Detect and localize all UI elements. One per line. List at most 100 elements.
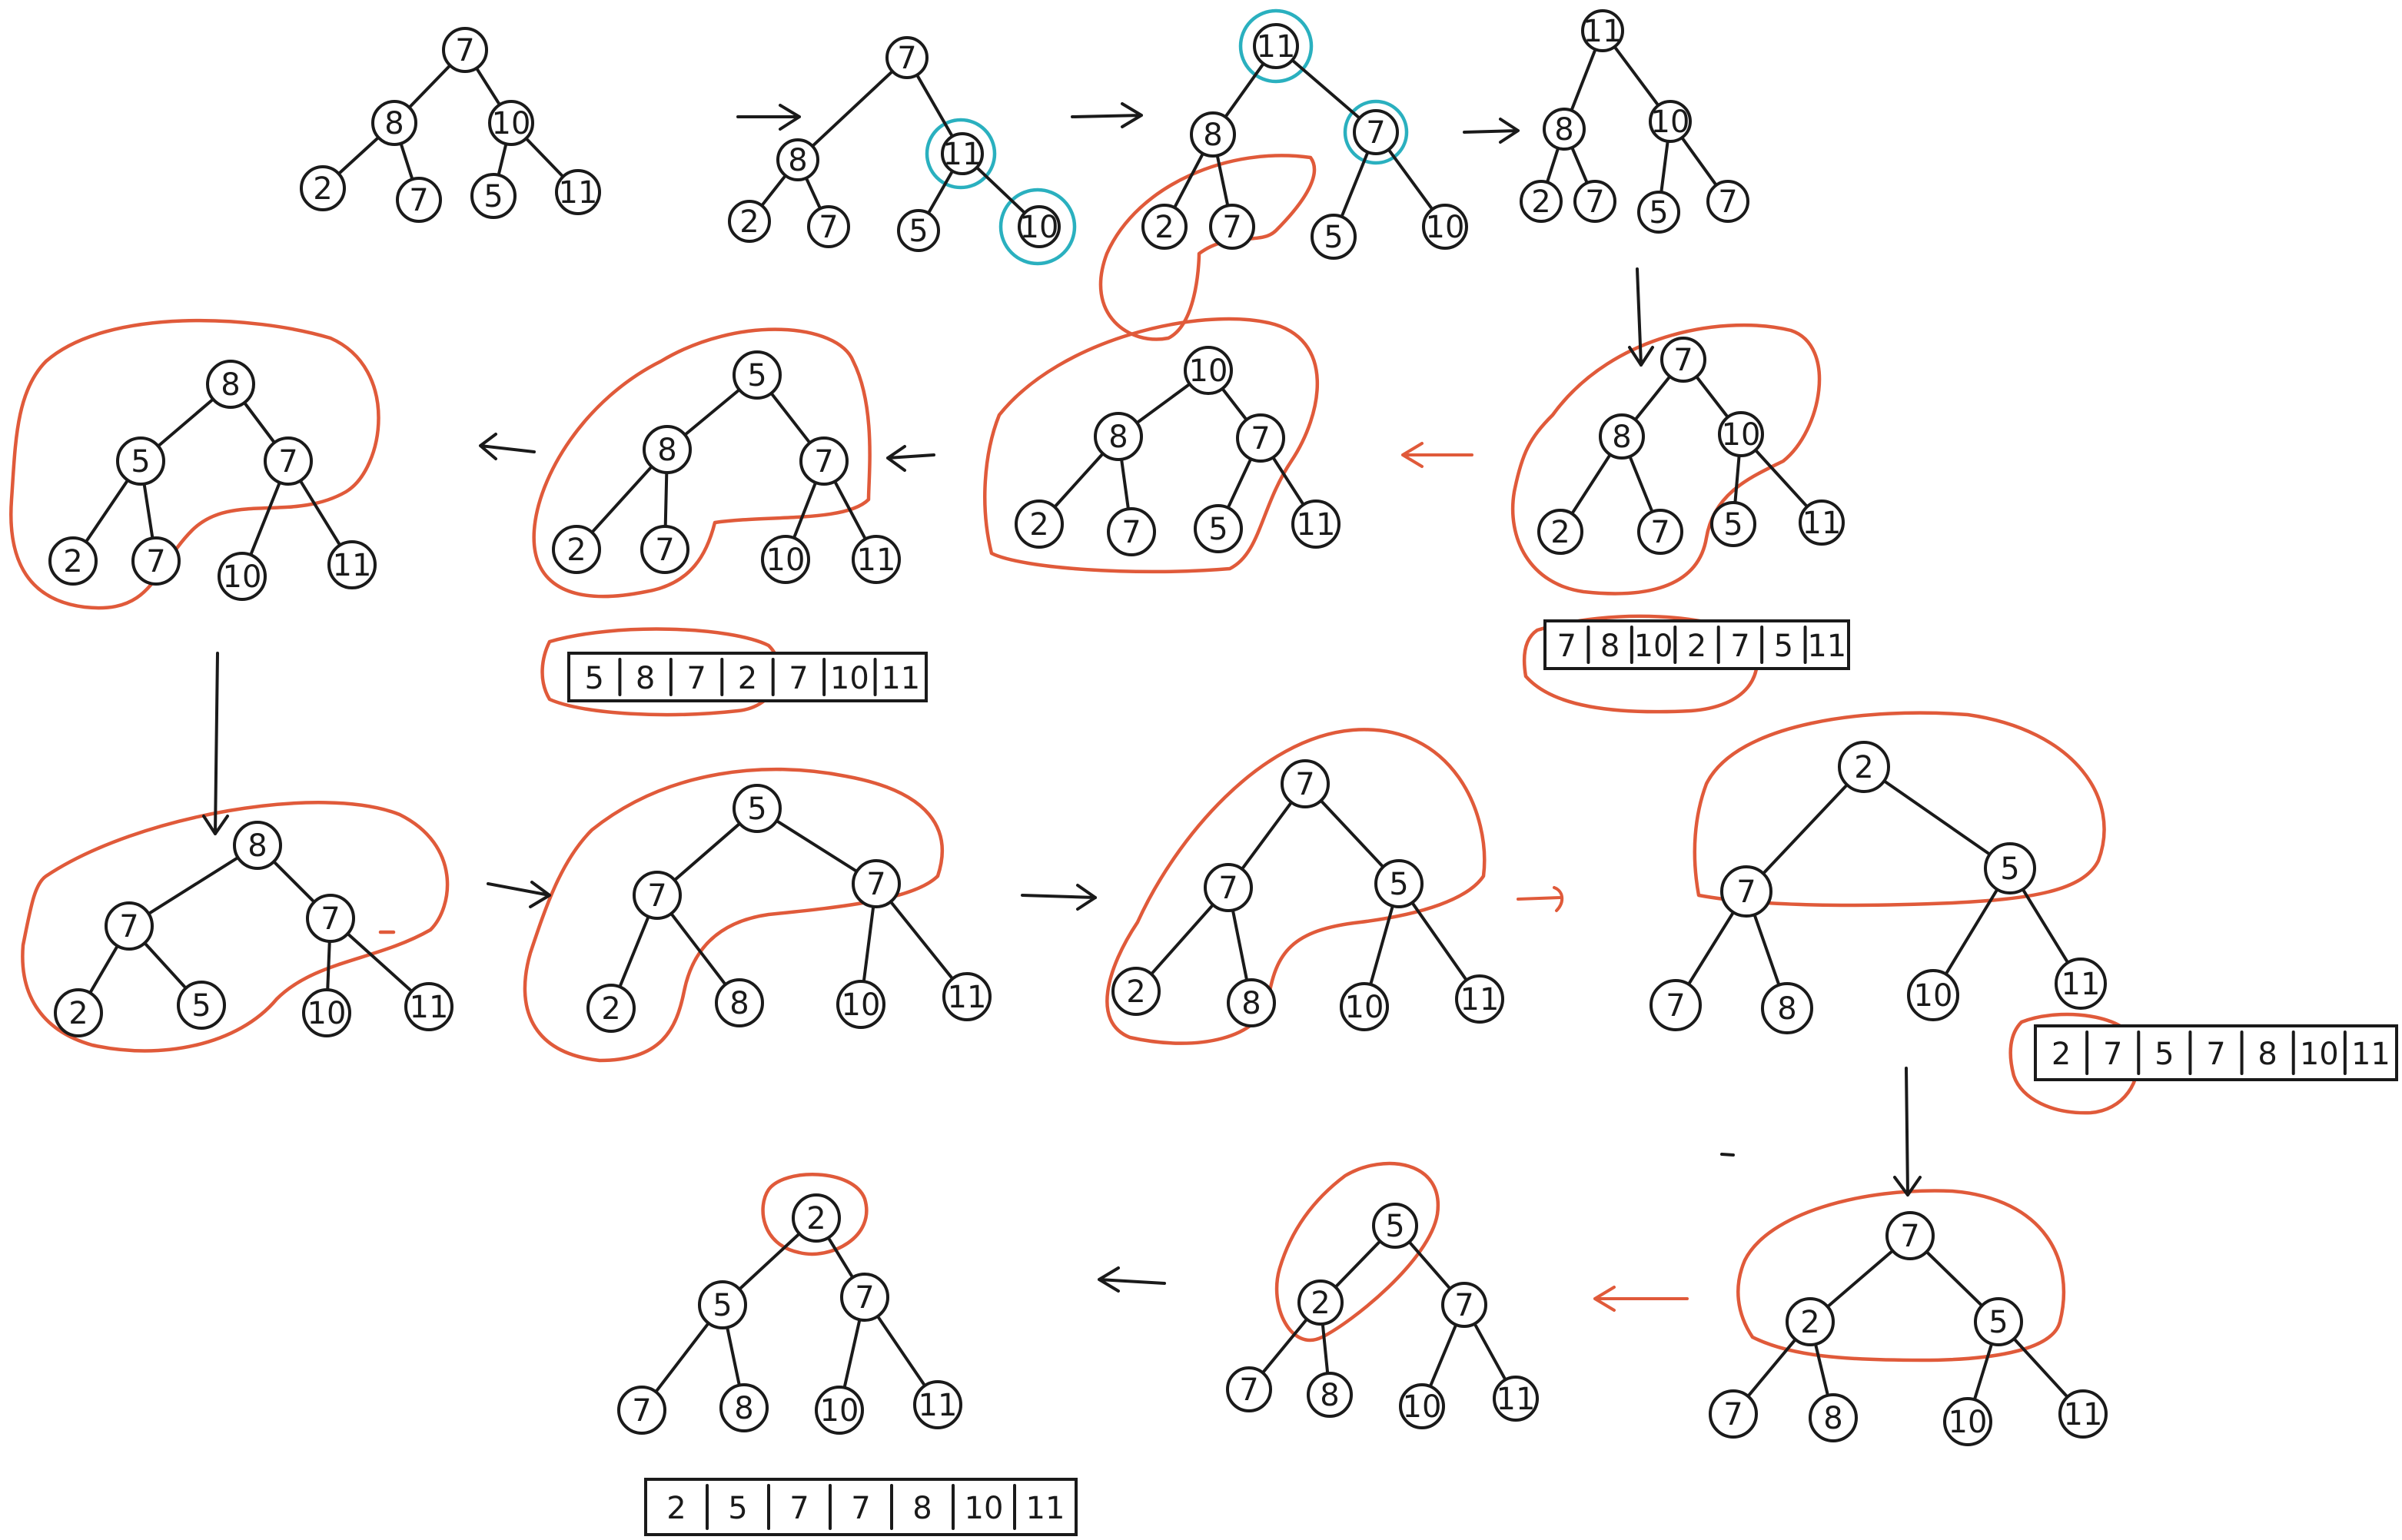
cyan-highlight-ring <box>1343 99 1409 165</box>
tree-node: 11 <box>942 972 992 1021</box>
array-cell: 10 <box>2300 1037 2339 1072</box>
array-cell: 11 <box>2351 1037 2390 1072</box>
node-circle <box>131 536 181 586</box>
tree-edge <box>775 819 859 873</box>
node-circle <box>836 980 885 1029</box>
node-value: 8 <box>1241 986 1261 1021</box>
array-cell: 10 <box>1634 629 1673 664</box>
node-circle <box>897 209 940 252</box>
array-box <box>567 652 928 702</box>
node-value: 11 <box>333 548 372 583</box>
node-circle <box>371 100 417 146</box>
tree-node: 11 <box>1253 23 1299 69</box>
node-value: 11 <box>1802 506 1842 541</box>
tree-edge <box>1407 1240 1452 1290</box>
step-arrow <box>1463 118 1520 144</box>
node-circle <box>1209 204 1255 250</box>
array-cell: 7 <box>1556 629 1576 664</box>
node-value: 7 <box>1218 871 1238 906</box>
tree-edge <box>804 176 822 211</box>
tree-edge <box>1221 387 1248 422</box>
tree-edge <box>738 1232 801 1291</box>
highlight-outline <box>1098 154 1317 341</box>
node-circle <box>617 1386 666 1435</box>
node-value: 11 <box>2061 967 2101 1002</box>
tree-node: 5 <box>1311 214 1357 260</box>
node-circle <box>840 1273 889 1322</box>
tree-node: 2 <box>552 525 601 574</box>
tree-node: 8 <box>1094 412 1143 461</box>
tree-node: 7 <box>1204 863 1253 912</box>
tree-node: 5 <box>897 209 940 252</box>
node-value: 5 <box>1649 195 1668 231</box>
node-value: 7 <box>647 878 666 914</box>
tree-node: 2 <box>54 988 103 1037</box>
node-value: 2 <box>1154 210 1174 245</box>
cyan-highlight-ring <box>925 118 997 190</box>
node-value: 11 <box>1297 507 1336 543</box>
tree-node: 11 <box>1493 1376 1539 1422</box>
node-circle <box>941 132 984 175</box>
node-value: 11 <box>948 980 987 1015</box>
tree-node: 2 <box>1297 1279 1344 1326</box>
node-value: 8 <box>221 367 240 403</box>
node-value: 7 <box>1454 1288 1473 1323</box>
node-value: 10 <box>1651 105 1690 140</box>
node-value: 2 <box>313 171 332 207</box>
tree-node: 2 <box>728 200 771 243</box>
array-cell: 2 <box>2052 1037 2071 1072</box>
tree-node: 7 <box>396 177 442 223</box>
tree-edge <box>1240 801 1294 871</box>
tree-node: 2 <box>1015 500 1064 549</box>
tree-node: 5 <box>1710 501 1756 547</box>
tree-edge <box>1944 888 1999 976</box>
tree-node: 10 <box>488 100 534 146</box>
tree-node: 10 <box>1943 1397 1992 1446</box>
node-circle <box>300 165 346 211</box>
tree-node: 7 <box>442 27 488 73</box>
array-cell: 8 <box>1600 629 1620 664</box>
tree-edge <box>1746 1338 1797 1398</box>
node-value: 7 <box>146 544 165 579</box>
tree-node: 2 <box>792 1193 841 1243</box>
node-circle <box>1650 979 1702 1031</box>
step-arrow <box>1593 1286 1689 1312</box>
array-cell: 5 <box>728 1491 747 1526</box>
node-circle <box>1718 411 1764 457</box>
tree-node: 10 <box>1399 1383 1445 1429</box>
tree-edge <box>1226 457 1253 509</box>
node-value: 5 <box>747 358 766 393</box>
node-circle <box>1018 205 1061 248</box>
tree-node: 5 <box>1372 1203 1418 1249</box>
node-circle <box>442 27 488 73</box>
node-circle <box>1253 23 1299 69</box>
step-arrow <box>886 445 935 472</box>
tree-edge <box>1659 139 1669 194</box>
node-value: 7 <box>1251 421 1270 456</box>
step-arrow <box>1401 442 1473 468</box>
tree-node: 2 <box>1520 180 1563 223</box>
tree-node: 8 <box>1307 1372 1353 1418</box>
tree-edge <box>683 388 741 436</box>
tree-edge <box>1387 148 1434 211</box>
tree-edge <box>654 1321 710 1394</box>
tree-node: 5 <box>1984 842 2036 894</box>
tree-node: 7 <box>131 536 181 586</box>
node-value: 7 <box>1366 115 1385 151</box>
node-circle <box>1706 180 1749 223</box>
tree-node: 5 <box>1194 504 1243 553</box>
node-circle <box>733 350 782 400</box>
node-circle <box>1581 9 1624 52</box>
array-cell: 7 <box>686 661 706 696</box>
node-circle <box>776 138 819 181</box>
node-circle <box>698 1280 747 1329</box>
array-cell: 5 <box>2154 1037 2174 1072</box>
node-value: 8 <box>1320 1378 1339 1413</box>
tree-node: 8 <box>371 100 417 146</box>
step-arrow <box>202 652 229 835</box>
node-circle <box>1227 978 1276 1027</box>
